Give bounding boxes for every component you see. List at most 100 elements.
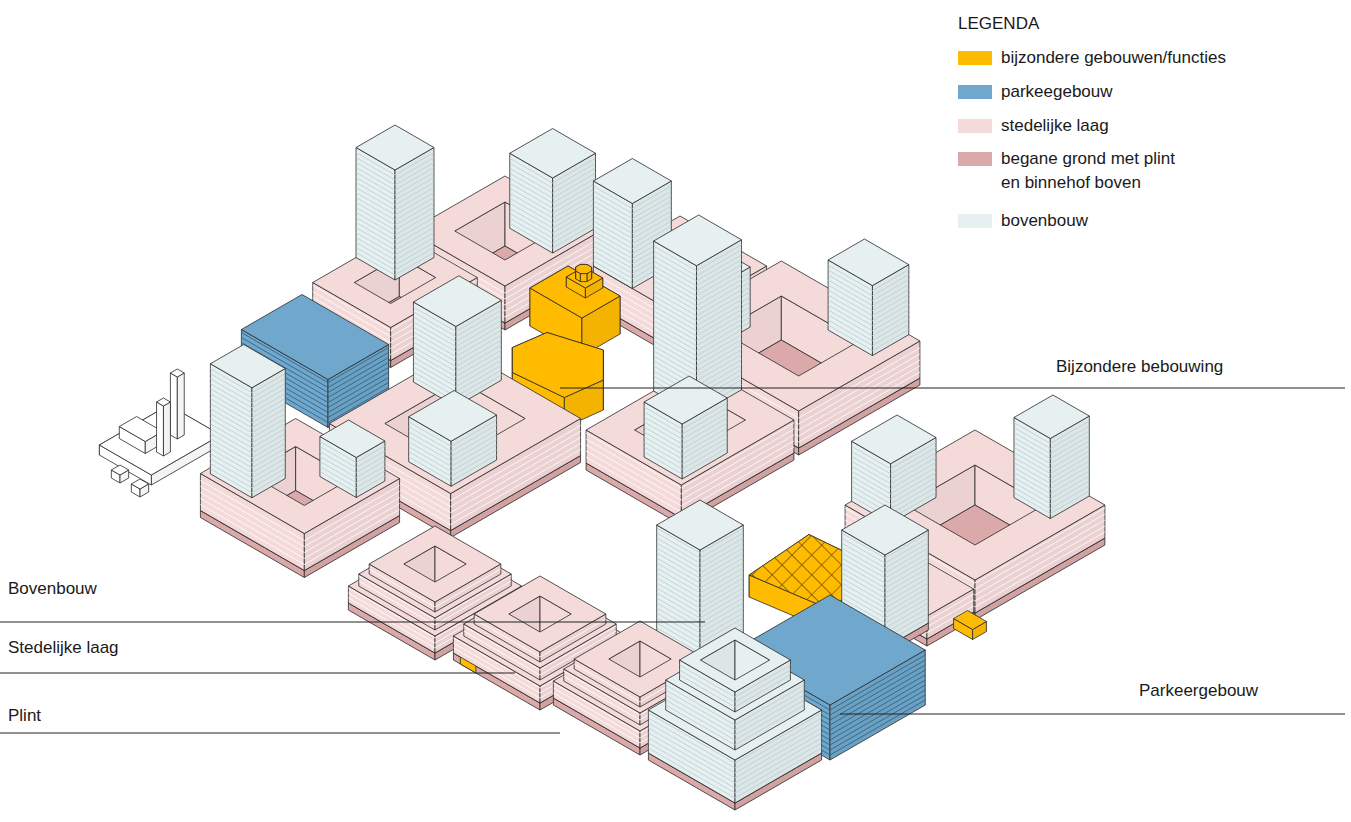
bovenbouw [593, 159, 671, 204]
floor-line [510, 193, 596, 218]
special-building [954, 611, 987, 630]
urban-block [200, 345, 399, 578]
leader-line [0, 622, 705, 623]
floor-line [356, 248, 434, 271]
floor-line [828, 325, 909, 351]
bovenbouw [657, 500, 744, 550]
floor-line [593, 206, 671, 229]
floor-line [828, 280, 909, 306]
floor-line [356, 168, 434, 191]
floor-line [657, 553, 744, 578]
floor-line [510, 218, 596, 243]
courtyard-edge [385, 381, 525, 462]
floor-line [356, 213, 434, 236]
floor-line [356, 173, 434, 196]
floor-line [356, 228, 434, 251]
industrial-hall [119, 417, 162, 454]
courtyard-floor [249, 491, 351, 550]
callout-label: Bijzondere bebouwing [1056, 357, 1223, 377]
floor-line [828, 320, 909, 346]
bovenbouw [654, 215, 742, 266]
callout-label: Bovenbouw [8, 579, 97, 599]
floor-line [828, 285, 909, 311]
floor-line [320, 462, 385, 483]
bovenbouw [644, 376, 727, 424]
floor-line [593, 201, 671, 224]
floor-line [356, 233, 434, 256]
chimney [170, 373, 177, 439]
chimney [157, 398, 171, 406]
floor-line [356, 198, 434, 221]
floor-line [828, 290, 909, 316]
floor-line [657, 568, 744, 593]
small-building [131, 479, 148, 489]
small-building [111, 465, 128, 483]
floor-line [828, 300, 909, 326]
chimney [177, 373, 184, 439]
leader-line [0, 673, 515, 674]
courtyard-wall [455, 202, 505, 275]
industrial-hall [119, 417, 162, 442]
legend-swatch [958, 51, 992, 65]
legend-row: bijzondere gebouwen/functies [958, 46, 1301, 70]
bovenbouw [356, 125, 434, 170]
stepped-block [648, 628, 821, 810]
floor-line [510, 198, 596, 223]
legend-swatch [958, 85, 992, 99]
stedelijke-laag [586, 365, 794, 485]
legend-row: begane grond met plint en binnehof boven [958, 147, 1186, 195]
chimney [170, 369, 184, 439]
bovenbouw [852, 415, 936, 464]
floor-line [356, 208, 434, 231]
legend-text: parkeegebouw [1001, 80, 1301, 104]
courtyard-floor [700, 740, 769, 780]
courtyard-wall [404, 546, 435, 610]
floor-line [842, 583, 929, 608]
floor-line [828, 315, 909, 341]
callout-label: Parkeergebouw [1139, 681, 1258, 701]
chimney [170, 369, 184, 377]
floor-line [510, 178, 596, 203]
floor-line [510, 213, 596, 238]
floor-line [657, 563, 744, 588]
courtyard-wall [609, 641, 640, 705]
legend-text: bijzondere gebouwen/functies [1001, 46, 1301, 70]
courtyard [700, 640, 769, 780]
small-building [111, 465, 128, 475]
floor-line [842, 553, 929, 578]
roof [530, 266, 620, 318]
floor-line [320, 467, 385, 488]
courtyard-wall [509, 596, 540, 660]
urban-block [586, 215, 794, 525]
chimney [157, 402, 164, 456]
floor-line [593, 211, 671, 234]
leader-line [840, 714, 1345, 715]
courtyard [385, 381, 525, 506]
courtyard-edge [700, 640, 769, 680]
courtyard-wall [435, 546, 466, 610]
floor-line [657, 578, 744, 603]
special-building [576, 264, 592, 281]
floor-line [510, 188, 596, 213]
floor-line [510, 203, 596, 228]
legend-swatch [958, 119, 992, 133]
legend-title: LEGENDA [958, 14, 1039, 34]
legend-text: bovenbouw [1001, 209, 1301, 233]
chimney [157, 398, 171, 456]
courtyard-edge [609, 641, 671, 677]
floor-line [356, 183, 434, 206]
floor-line [842, 568, 929, 593]
courtyard-edge [509, 596, 571, 632]
bovenbouw [409, 391, 497, 442]
floor-line [657, 608, 744, 633]
floor-line [510, 223, 596, 248]
small-building [131, 479, 148, 497]
floor-line [510, 208, 596, 233]
floor-line [356, 218, 434, 241]
floor-line [828, 310, 909, 336]
floor-line [828, 295, 909, 321]
courtyard [509, 596, 571, 678]
courtyard-wall [540, 596, 571, 660]
courtyard-floor [509, 642, 571, 678]
courtyard-floor [404, 592, 466, 628]
